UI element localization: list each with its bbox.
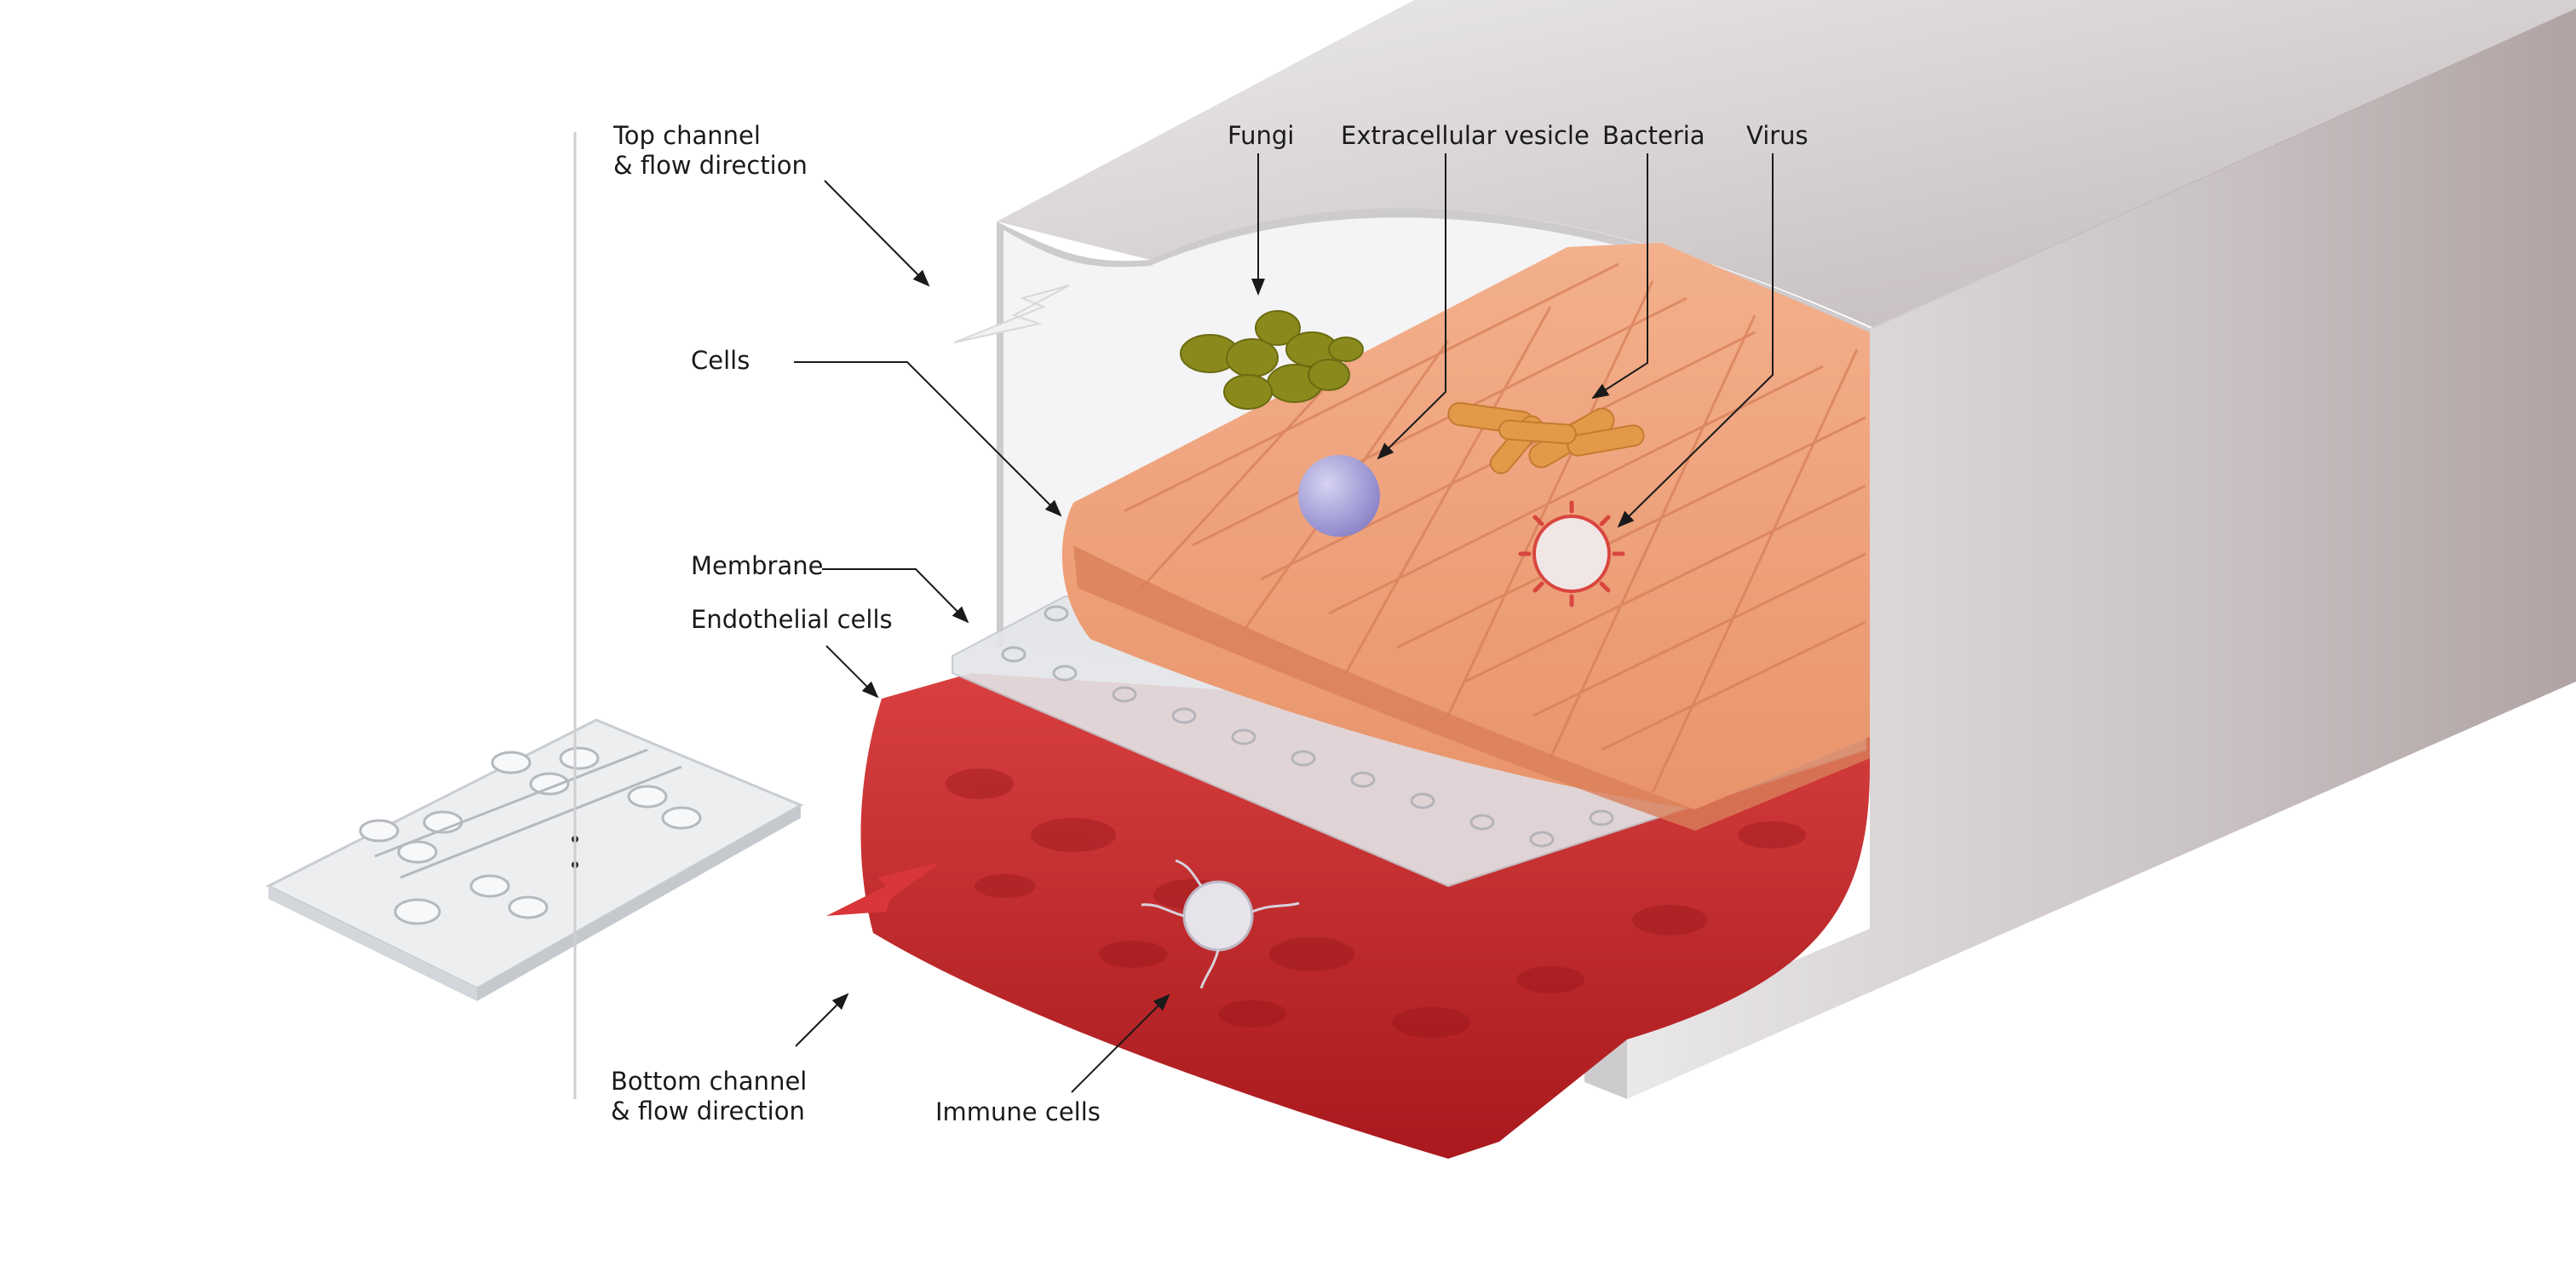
- extracellular-vesicle: [1298, 455, 1380, 537]
- label-bottom-channel-line1: Bottom channel: [611, 1067, 807, 1097]
- label-bottom-channel-line2: & flow direction: [611, 1097, 805, 1126]
- label-membrane: Membrane: [691, 551, 823, 581]
- label-immune-cells: Immune cells: [935, 1097, 1101, 1127]
- label-cells: Cells: [691, 346, 750, 376]
- label-extracellular-vesicle: Extracellular vesicle: [1341, 121, 1590, 151]
- label-bacteria: Bacteria: [1602, 121, 1705, 151]
- label-top-channel-line2: & flow direction: [613, 151, 808, 181]
- label-fungi: Fungi: [1228, 121, 1294, 151]
- chip-device-thumbnail: [268, 720, 801, 1001]
- label-top-channel-line1: Top channel: [613, 121, 761, 151]
- label-virus: Virus: [1746, 121, 1808, 151]
- label-endothelial-cells: Endothelial cells: [691, 605, 893, 635]
- virus-particle: [1521, 503, 1623, 605]
